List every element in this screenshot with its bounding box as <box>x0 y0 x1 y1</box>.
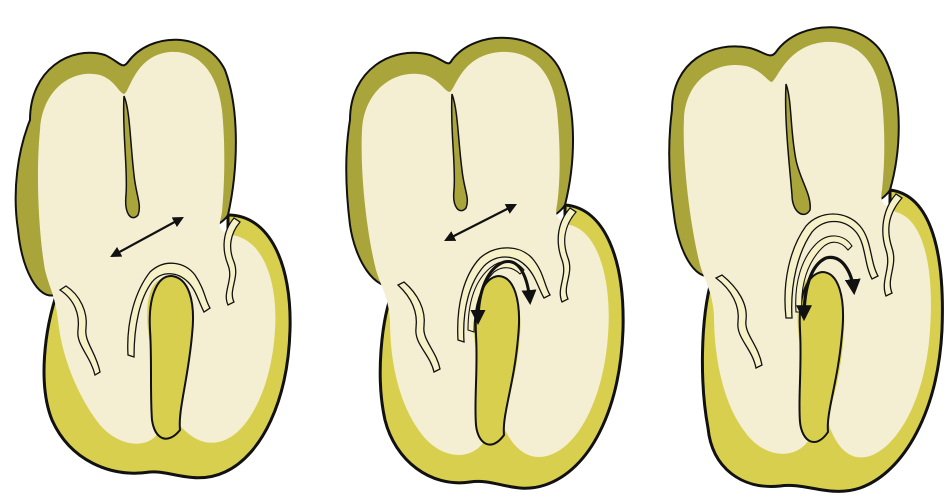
heart-panel-3 <box>669 27 942 491</box>
heart-panel-2 <box>346 38 623 488</box>
heart-panel-1 <box>16 40 290 478</box>
